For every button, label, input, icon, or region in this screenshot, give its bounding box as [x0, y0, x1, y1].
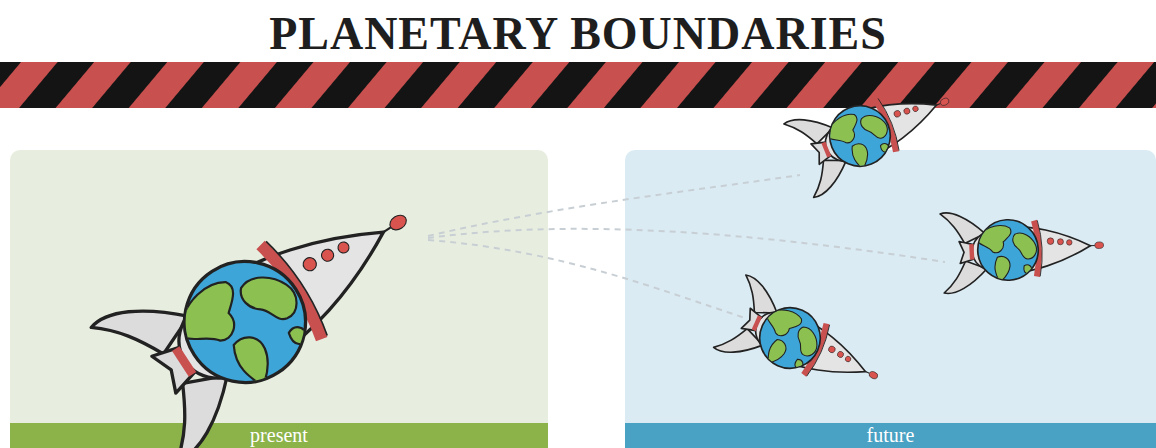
- earth-rocket: [90, 150, 449, 448]
- page-title: PLANETARY BOUNDARIES: [0, 6, 1156, 62]
- panel-label: present: [10, 423, 548, 448]
- hazard-stripes: [0, 62, 1156, 108]
- earth-rocket: [713, 274, 893, 413]
- future-panel: future: [625, 150, 1156, 448]
- panel-label: future: [625, 423, 1156, 448]
- trajectory-lines: [428, 175, 945, 318]
- present-panel: present: [10, 150, 548, 448]
- earth-rocket: [940, 205, 1106, 294]
- earth-rocket: [784, 63, 964, 198]
